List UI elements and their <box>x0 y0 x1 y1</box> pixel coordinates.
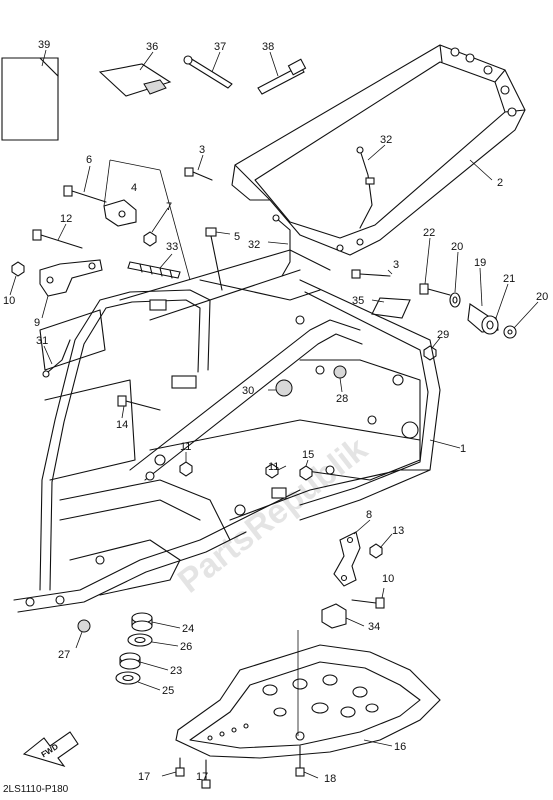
callout-32-lower: 32 <box>248 239 260 251</box>
part-37-tool[interactable] <box>183 51 233 89</box>
part-11-nut-a[interactable] <box>179 452 193 477</box>
callout-3-upper: 3 <box>199 144 205 156</box>
callout-27: 27 <box>58 649 70 661</box>
part-33-clip[interactable] <box>127 253 181 279</box>
callout-8: 8 <box>366 509 372 521</box>
part-16-skid-plate[interactable] <box>175 630 441 759</box>
callout-14: 14 <box>116 419 128 431</box>
part-35-plate[interactable] <box>371 297 411 319</box>
part-24-bushing[interactable] <box>131 612 181 632</box>
callout-34: 34 <box>368 621 380 633</box>
callout-18: 18 <box>324 773 336 785</box>
callout-16: 16 <box>394 741 406 753</box>
part-3-bolt-right[interactable] <box>351 269 393 279</box>
callout-39: 39 <box>38 39 50 51</box>
part-34-damper[interactable] <box>321 603 365 629</box>
part-27-grommet[interactable] <box>75 619 91 649</box>
callout-labels: 39 36 37 38 6 4 7 3 2 32 12 5 32 33 3 22… <box>3 39 548 785</box>
part-30-grommet[interactable] <box>268 379 293 397</box>
callout-10-left: 10 <box>3 295 15 307</box>
part-28-grommet[interactable] <box>333 365 347 393</box>
part-39-label-sheet[interactable] <box>1 49 59 141</box>
callout-24: 24 <box>182 623 194 635</box>
callout-3-right: 3 <box>393 259 399 271</box>
callout-17-b: 17 <box>196 771 208 783</box>
callout-4: 4 <box>131 182 137 194</box>
callout-23: 23 <box>170 665 182 677</box>
fwd-arrow-icon: FWD <box>22 731 79 768</box>
part-3-bolt-upper[interactable] <box>184 154 213 181</box>
callout-37: 37 <box>214 41 226 53</box>
part-26-bushing[interactable] <box>127 633 179 647</box>
part-22-bolt[interactable] <box>419 237 451 296</box>
callout-6: 6 <box>86 154 92 166</box>
callout-29: 29 <box>437 329 449 341</box>
part-19-bushing[interactable] <box>467 267 499 335</box>
callout-11-a: 11 <box>180 441 191 453</box>
callout-35: 35 <box>352 295 364 307</box>
part-11-nut-b[interactable] <box>265 463 287 479</box>
part-17-bolt-b[interactable] <box>201 759 211 789</box>
callout-21: 21 <box>503 273 515 285</box>
callout-33: 33 <box>166 241 178 253</box>
callout-20-b: 20 <box>536 291 548 303</box>
callout-19: 19 <box>474 257 486 269</box>
callout-25: 25 <box>162 685 174 697</box>
part-5-bolt[interactable] <box>205 227 231 291</box>
callout-22: 22 <box>423 227 435 239</box>
callout-1: 1 <box>460 443 466 455</box>
part-9-mount-bracket[interactable] <box>39 259 103 319</box>
callout-7: 7 <box>166 201 172 213</box>
part-31-strap[interactable] <box>42 339 71 378</box>
callout-36: 36 <box>146 41 158 53</box>
part-20-washer-a[interactable] <box>449 251 461 308</box>
diagram-code: 2LS1110-P180 <box>3 784 69 795</box>
callout-11-b: 11 <box>268 461 279 473</box>
part-15-nut[interactable] <box>299 459 313 481</box>
callout-26: 26 <box>180 641 192 653</box>
part-32-harness-upper[interactable] <box>356 144 386 229</box>
callout-12: 12 <box>60 213 72 225</box>
part-32-harness-lower[interactable] <box>267 214 291 277</box>
part-13-nut[interactable] <box>369 533 393 559</box>
part-10-bolt-right[interactable] <box>351 587 385 609</box>
part-6-bolt[interactable] <box>63 165 107 203</box>
part-23-bushing[interactable] <box>119 652 169 671</box>
callout-13: 13 <box>392 525 404 537</box>
callout-2: 2 <box>497 177 503 189</box>
part-21-collar[interactable] <box>495 283 509 319</box>
callout-38: 38 <box>262 41 274 53</box>
callout-10-right: 10 <box>382 573 394 585</box>
part-18-bolt[interactable] <box>295 745 319 779</box>
callout-9: 9 <box>34 317 40 329</box>
part-2-rear-subframe[interactable] <box>231 44 526 256</box>
part-1-main-frame[interactable] <box>13 249 461 613</box>
part-20-washer-b[interactable] <box>503 301 539 339</box>
part-8-bracket[interactable] <box>333 519 371 587</box>
part-4-bracket[interactable] <box>103 159 191 281</box>
part-17-bolt-a[interactable] <box>161 757 185 777</box>
part-25-bushing[interactable] <box>115 671 161 691</box>
part-10-nut-left[interactable] <box>9 261 25 296</box>
part-12-bolt[interactable] <box>32 223 83 249</box>
callout-31: 31 <box>36 335 48 347</box>
callout-32-upper: 32 <box>380 134 392 146</box>
callout-30: 30 <box>242 385 254 397</box>
part-38-strap[interactable] <box>257 51 307 95</box>
callout-20-a: 20 <box>451 241 463 253</box>
callout-15: 15 <box>302 449 314 461</box>
callout-5: 5 <box>234 231 240 243</box>
callout-17-a: 17 <box>138 771 150 783</box>
part-7-nut[interactable] <box>143 207 169 247</box>
part-14-bolt[interactable] <box>117 395 161 419</box>
part-36-pouch[interactable] <box>98 51 172 97</box>
callout-28: 28 <box>336 393 348 405</box>
